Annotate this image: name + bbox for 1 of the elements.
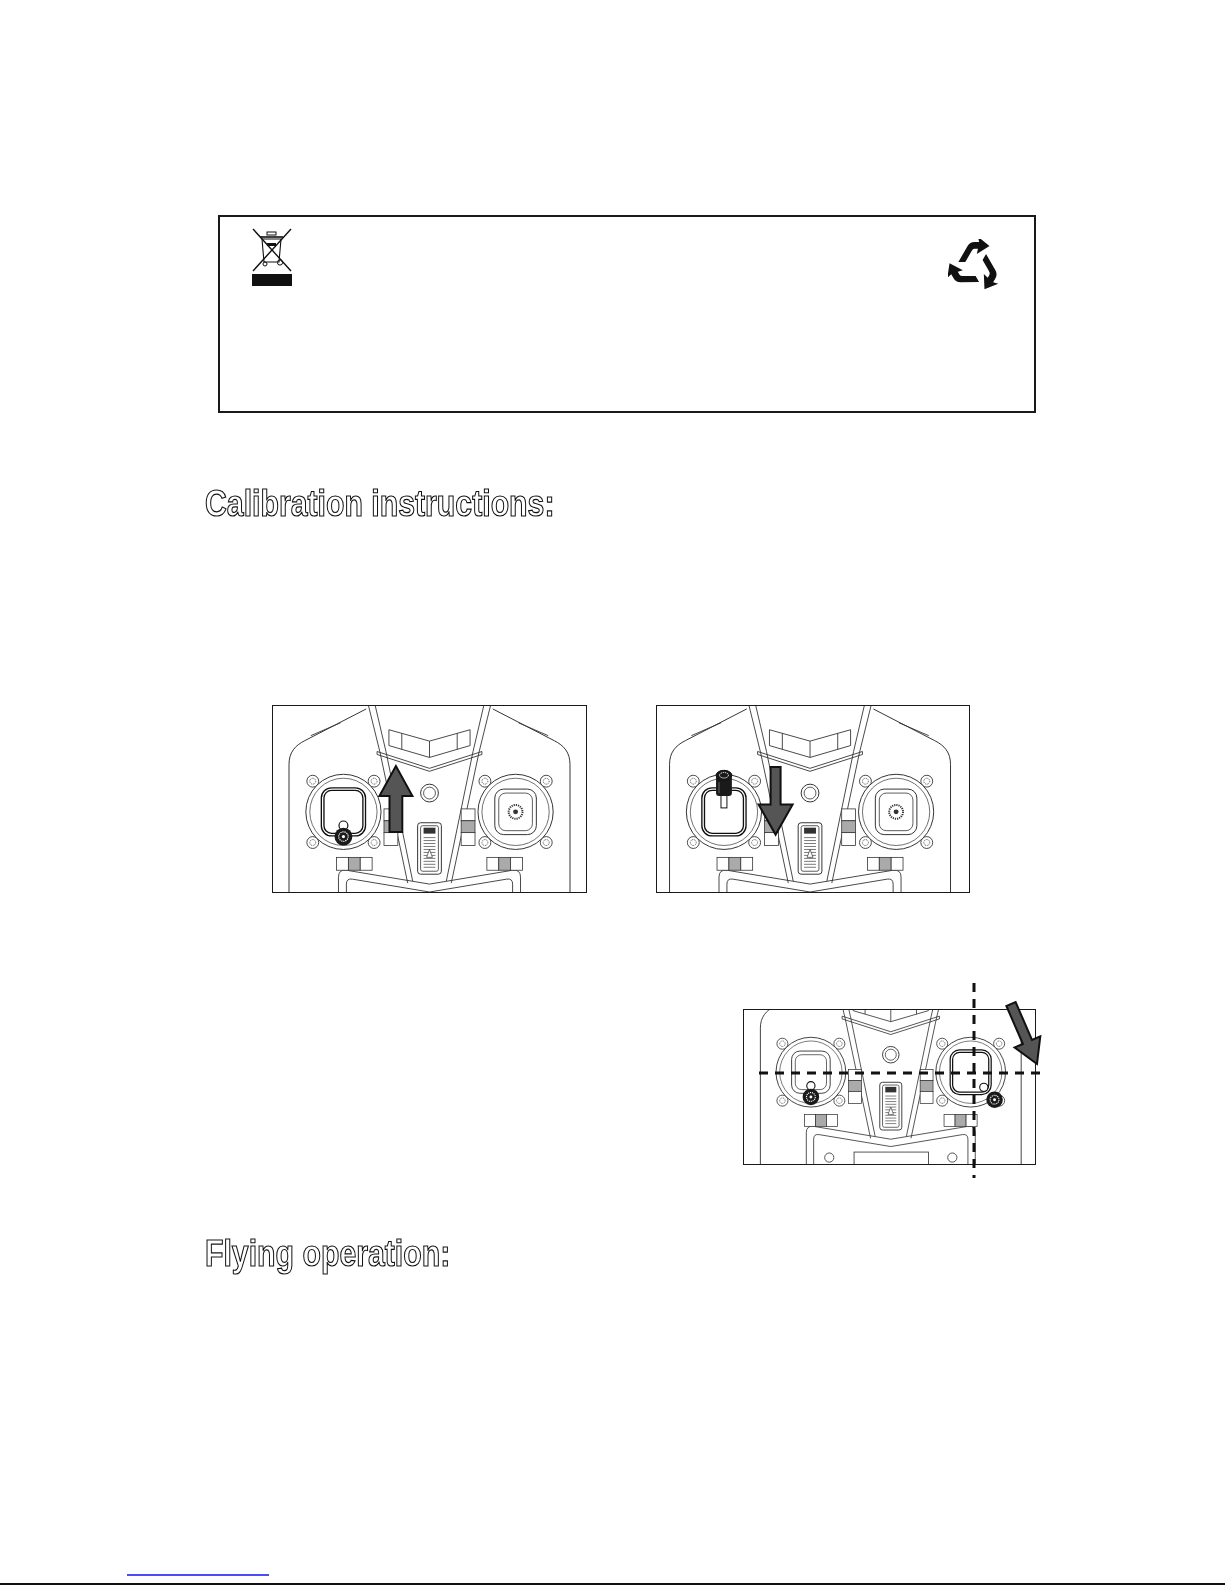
section-heading: Calibration instructions: [205, 486, 555, 522]
